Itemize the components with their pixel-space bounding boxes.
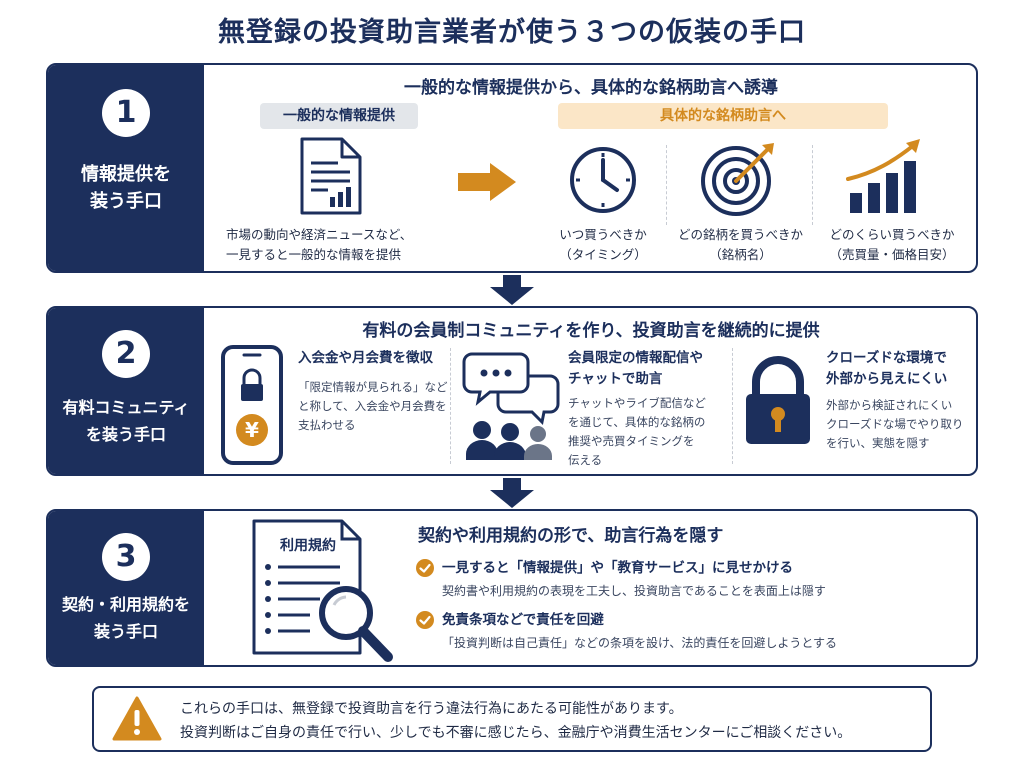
section-number: 3 (102, 533, 150, 581)
section-label: 契約・利用規約を 装う手口 (61, 595, 190, 641)
warning-line-2: 投資判断はご自身の責任で行い、少しでも不審に感じたら、金融庁や消費生活センターに… (180, 725, 852, 741)
general-info-description: 市場の動向や経済ニュースなど、 一見すると一般的な情報を提供 (226, 227, 413, 262)
check-circle-icon (416, 611, 434, 629)
warning-triangle-icon (112, 696, 162, 741)
section-number: 2 (102, 330, 150, 378)
point-disguise-title: 一見すると「情報提供」や「教育サービス」に見せかける (442, 560, 793, 576)
arrow-down-icon (490, 275, 534, 305)
section-label: 有料コミュニティ を装う手口 (62, 398, 190, 444)
page-title: 無登録の投資助言業者が使う３つの仮装の手口 (218, 17, 806, 48)
divider (812, 145, 813, 225)
fee-title: 入会金や月会費を徴収 (298, 350, 433, 366)
timing-label: いつ買うべきか （タイミング） (559, 227, 647, 262)
section-heading: 一般的な情報提供から、具体的な銘柄助言へ誘導 (404, 78, 778, 98)
terms-document-icon (252, 519, 393, 662)
general-info-pill: 一般的な情報提供 (260, 103, 418, 129)
padlock-icon (746, 356, 810, 444)
section-label: 情報提供を 装う手口 (81, 164, 171, 212)
section-sidebar: 3 契約・利用規約を 装う手口 (48, 511, 204, 665)
section-number: 1 (102, 89, 150, 137)
closed-title: クローズドな環境で 外部から見えにくい (826, 350, 948, 387)
chat-description: チャットやライブ配信など を通じて、具体的な銘柄の 推奨や売買タイミングを 伝え… (568, 396, 706, 467)
phone-yen-icon (221, 345, 283, 465)
specific-advice-pill: 具体的な銘柄助言へ (558, 103, 888, 129)
section-heading: 契約や利用規約の形で、助言行為を隠す (418, 526, 724, 546)
divider (666, 145, 667, 225)
section-information-provision: 1 情報提供を 装う手口 一般的な情報提供から、具体的な銘柄助言へ誘導 一般的な… (46, 63, 978, 273)
yen-symbol: ¥ (245, 418, 259, 442)
closed-description: 外部から検証されにくい クローズドな場でやり取り を行い、実態を隠す (826, 398, 964, 450)
fee-description: 「限定情報が見られる」など と称して、入会金や月会費を 支払わせる (298, 380, 448, 432)
section-contract-terms: 3 契約・利用規約を 装う手口 利用規約 契約や利用規約の形で、助言行為を隠す … (46, 509, 978, 667)
arrow-down-icon (490, 478, 534, 508)
section-heading: 有料の会員制コミュニティを作り、投資助言を継続的に提供 (362, 321, 820, 341)
quantity-label: どのくらい買うべきか （売買量・価格目安） (829, 227, 955, 262)
section-sidebar: 1 情報提供を 装う手口 (48, 65, 204, 271)
terms-document-label: 利用規約 (280, 538, 336, 554)
point-disclaimer-title: 免責条項などで責任を回避 (442, 612, 604, 628)
bar-growth-icon (846, 139, 920, 213)
divider (450, 348, 451, 464)
clock-icon (570, 147, 636, 213)
section-paid-community: 2 有料コミュニティ を装う手口 有料の会員制コミュニティを作り、投資助言を継続… (46, 306, 978, 476)
section-sidebar: 2 有料コミュニティ を装う手口 (48, 308, 204, 474)
chat-title: 会員限定の情報配信や チャットで助言 (568, 350, 703, 387)
document-chart-icon (300, 137, 362, 215)
arrow-right-icon (458, 163, 516, 201)
stock-name-label: どの銘柄を買うべきか （銘柄名） (677, 227, 803, 262)
divider (732, 348, 733, 464)
point-disguise-description: 契約書や利用規約の表現を工夫し、投資助言であることを表面上は隠す (442, 584, 826, 598)
chat-people-icon (462, 352, 560, 460)
check-circle-icon (416, 559, 434, 577)
warning-box: これらの手口は、無登録で投資助言を行う違法行為にあたる可能性があります。 投資判… (92, 686, 932, 752)
point-disclaimer-description: 「投資判断は自己責任」などの条項を設け、法的責任を回避しようとする (442, 636, 838, 650)
target-icon (701, 143, 774, 216)
warning-line-1: これらの手口は、無登録で投資助言を行う違法行為にあたる可能性があります。 (180, 701, 683, 717)
